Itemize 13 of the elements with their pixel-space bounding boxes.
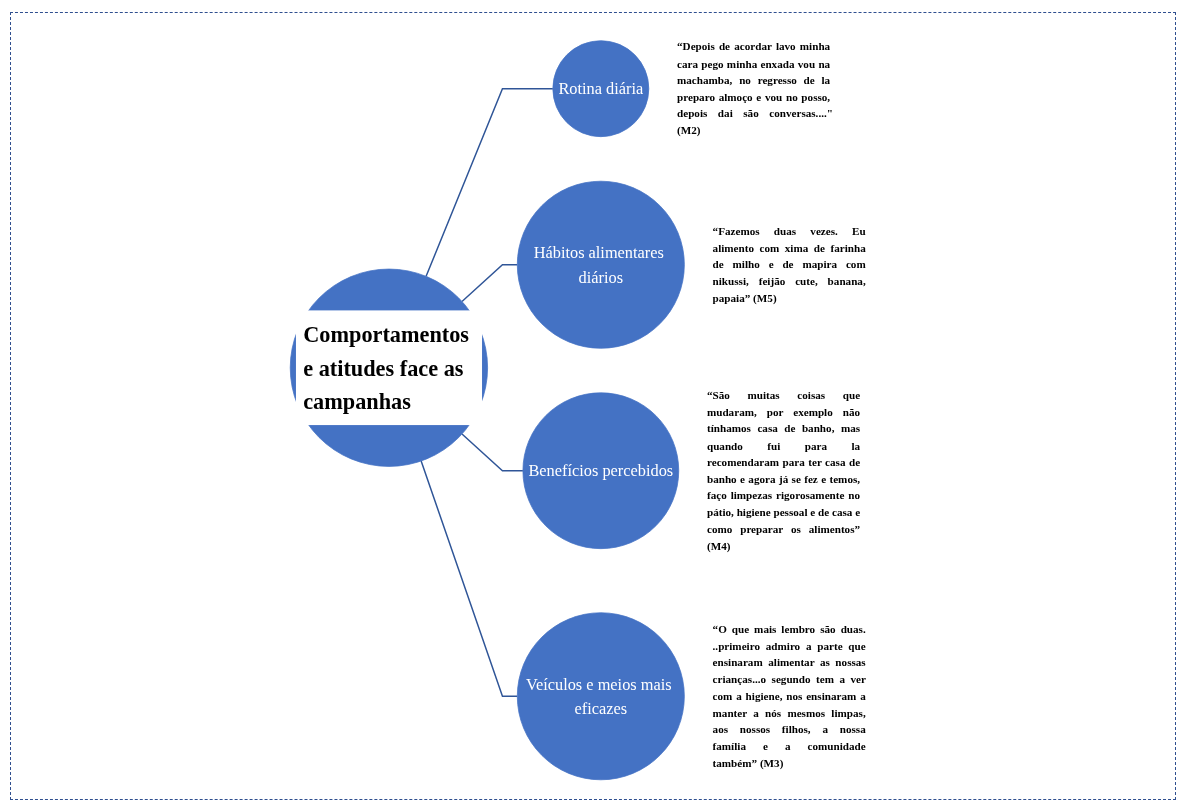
node-circle: Veículos e meios mais eficazes [516,612,685,781]
node-label: “Fazemos duas vezes. Eu alimento com xima de farinha de milho e de mapira com nikussi, feijão cute, banana, papaia” (M5) [712,225,866,304]
connector [420,460,519,697]
connector [461,433,524,472]
node-label: “O que mais lembro são duas. ..primeiro admiro a parte que ensinaram alimentar as nossas crianças...o segundo tem a ver com a higiene, nos ensinaram a manter a nós mesmos limpas, aos nossos filhos, a nossa família e a comunidade também” (M3) [712,623,866,769]
node-label: “Depois de acordar lavo minha cara pego minha enxada vou na machamba, no regresso de la preparo almoço e vou no posso, depois dai são conversas...."(M2) [677,40,833,137]
connector [461,264,519,303]
node-circle: Comportamentos e atitudes face as campanhas [289,268,488,467]
node-circle: Benefícios percebidos [522,392,680,549]
node-circle: Rotina diária [552,40,650,138]
node-label: “São muitas coisas que mudaram, por exemplo não tínhamos casa de banho, mas quando fui para la recomendaram para ter casa de banho e agora já se fez e temos, faço limpezas rigorosamente no pátio, higiene pessoal e de casa e como preparar os alimentos” (M4) [706,389,861,552]
node-circle: Hábitos alimentares diários [516,180,685,349]
connector [425,87,554,278]
